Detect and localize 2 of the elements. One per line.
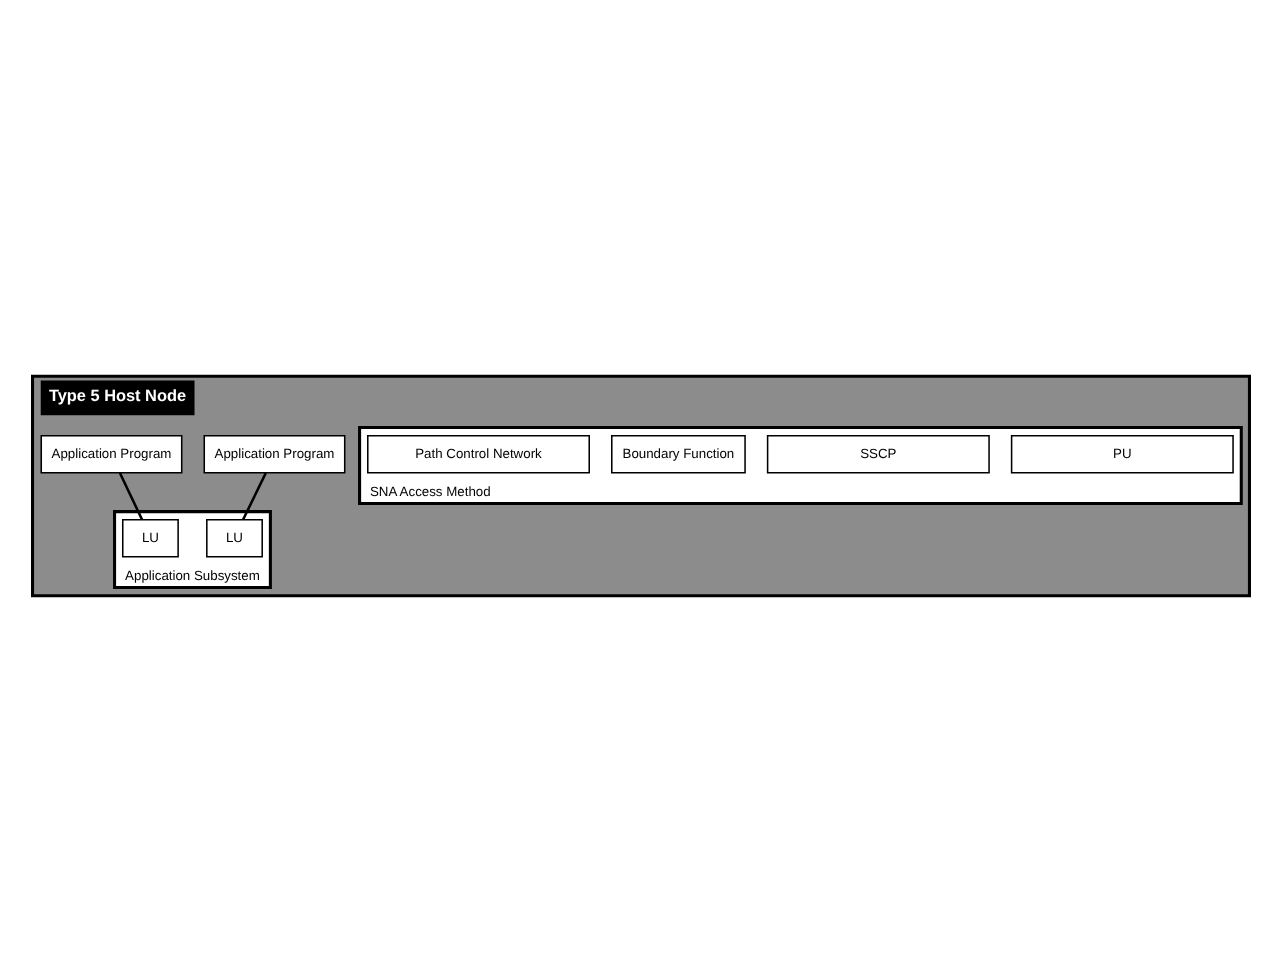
connector — [241, 471, 267, 520]
connector — [118, 471, 144, 520]
